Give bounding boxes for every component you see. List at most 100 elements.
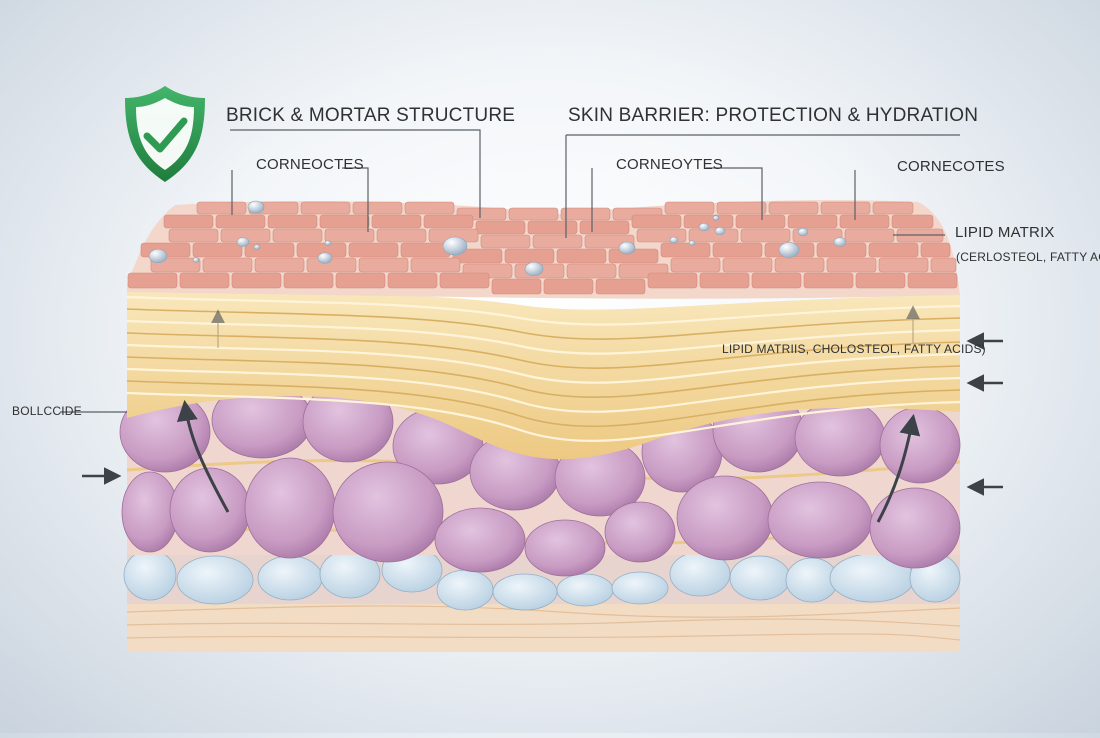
corneocyte-brick — [920, 242, 951, 258]
corneocyte-brick — [579, 220, 630, 235]
basal-cell — [611, 571, 669, 605]
living-cell — [121, 471, 179, 553]
corneocyte-brick — [660, 242, 711, 258]
corneocyte-bricks — [127, 201, 958, 295]
curved-arrow-right-icon — [876, 413, 921, 523]
corneocyte-brick — [891, 214, 934, 229]
title-brick-mortar: BRICK & MORTAR STRUCTURE — [226, 105, 516, 126]
corneocyte-brick — [878, 257, 929, 273]
corneocyte-brick — [439, 272, 490, 289]
corneocyte-brick — [527, 220, 578, 235]
label-lipid-matrix-sub: (CERLOSTEOL, FATTY ACIDS) — [956, 250, 1100, 264]
corneocyte-brick — [192, 242, 243, 258]
corneocyte-brick — [826, 257, 877, 273]
water-droplet — [669, 236, 679, 244]
corneocyte-brick — [631, 214, 682, 229]
corneocyte-brick — [127, 272, 178, 289]
corneocyte-brick — [452, 248, 503, 264]
corneocyte-brick — [508, 207, 559, 221]
living-cell — [676, 475, 774, 561]
lipid-lamella — [126, 356, 961, 399]
curved-arrow-left-icon — [176, 399, 230, 513]
lipid-lamella — [126, 380, 961, 428]
label-corneocytes-middle: CORNEOYTES — [616, 156, 724, 173]
corneocyte-brick — [872, 201, 914, 215]
lipid-lamella — [126, 343, 961, 384]
corneocyte-brick — [168, 228, 219, 243]
corneocyte-brick — [787, 214, 838, 229]
basal-cell — [729, 555, 791, 601]
corneocyte-brick — [560, 207, 611, 221]
corneocyte-brick — [400, 242, 451, 258]
basal-cell — [257, 555, 323, 601]
corneocyte-brick — [735, 214, 786, 229]
corneocyte-brick — [300, 201, 351, 215]
water-droplet — [833, 237, 847, 247]
lipid-lamellae-lines — [126, 295, 961, 442]
label-corneocytes-right: CORNECOTES — [897, 158, 1005, 175]
corneocyte-brick — [670, 257, 721, 273]
lipid-lamella — [126, 295, 961, 326]
corneocyte-brick — [348, 242, 399, 258]
living-cell — [879, 406, 961, 484]
living-cell — [244, 457, 336, 559]
corneocyte-brick — [231, 272, 282, 289]
label-lipid-matrix: LIPID MATRIX — [955, 224, 1055, 241]
water-droplet — [236, 237, 250, 247]
basal-cells — [123, 547, 961, 611]
water-droplet — [618, 241, 636, 255]
corneocyte-brick — [716, 201, 767, 215]
basal-cell — [436, 569, 494, 611]
corneocyte-brick — [267, 214, 318, 229]
water-droplet — [148, 248, 168, 264]
basal-cell — [123, 549, 177, 601]
corneocyte-brick — [907, 272, 958, 289]
water-droplet — [714, 226, 726, 236]
corneocyte-brick — [352, 201, 403, 215]
corneocyte-brick — [376, 228, 427, 243]
corneocyte-brick — [475, 220, 526, 235]
water-droplet — [253, 244, 261, 250]
corneocyte-brick — [254, 257, 305, 273]
corneocyte-brick — [283, 272, 334, 289]
lipid-lamella — [126, 367, 961, 413]
corneocyte-brick — [196, 201, 247, 215]
corneocyte-brick — [272, 228, 323, 243]
corneocyte-brick — [595, 278, 646, 295]
living-cell — [794, 399, 886, 477]
water-droplet — [317, 252, 333, 264]
label-left-layer: BOLLCCIDE — [12, 404, 82, 418]
corneocyte-brick — [868, 242, 919, 258]
corneocyte-brick — [740, 228, 791, 243]
basal-cell — [176, 555, 254, 605]
corneocyte-brick — [712, 242, 763, 258]
corneocyte-brick — [803, 272, 854, 289]
corneocyte-brick — [556, 248, 607, 264]
basal-cell — [492, 573, 558, 611]
corneocyte-brick — [335, 272, 386, 289]
corneocyte-brick — [410, 257, 461, 273]
corneocyte-brick — [839, 214, 890, 229]
corneocyte-brick — [566, 263, 617, 279]
lipid-lamella — [126, 332, 961, 369]
corneocyte-brick — [423, 214, 474, 229]
corneocyte-brick — [636, 228, 687, 243]
corneocyte-brick — [543, 278, 594, 295]
corneocyte-brick — [179, 272, 230, 289]
water-droplet — [797, 227, 809, 237]
label-corneocytes-left: CORNEOCTES — [256, 156, 364, 173]
corneocyte-brick — [215, 214, 266, 229]
dermis-fibers — [126, 605, 961, 641]
living-cell — [524, 519, 606, 577]
water-droplet — [778, 242, 800, 258]
label-lipid-matrix-inline: LIPID MATRIIS, CHOLOSTEOL, FATTY ACIDS) — [722, 342, 986, 356]
living-cell — [767, 481, 873, 559]
corneocyte-brick — [855, 272, 906, 289]
corneocyte-brick — [504, 248, 555, 264]
corneocyte-brick — [387, 272, 438, 289]
corneocyte-brick — [371, 214, 422, 229]
corneocyte-brick — [774, 257, 825, 273]
lipid-lamella — [126, 319, 961, 355]
shield-check-icon — [125, 86, 205, 182]
